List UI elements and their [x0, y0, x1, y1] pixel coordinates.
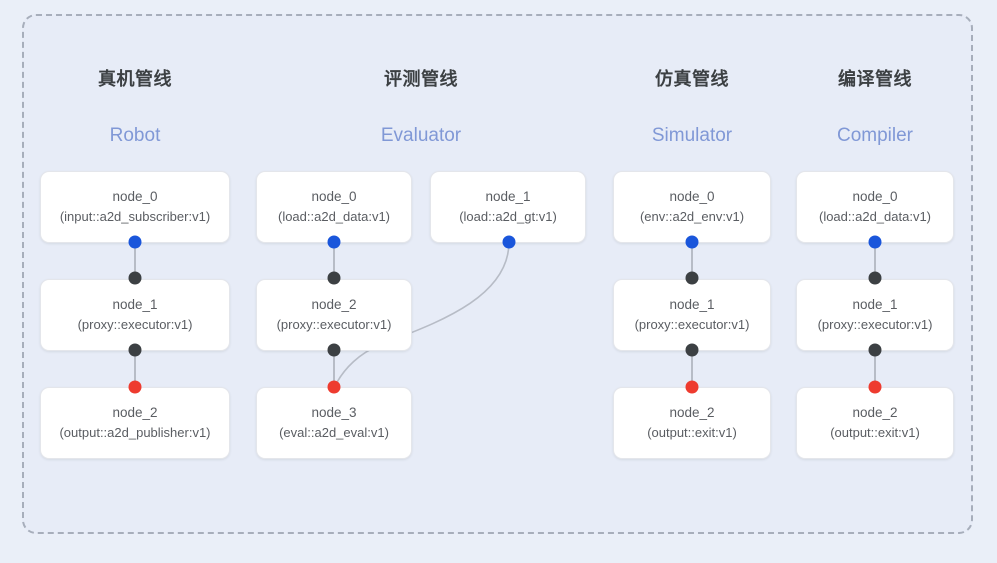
- column-subtitle-evaluator: Evaluator: [380, 125, 462, 146]
- node-type: (proxy::executor:v1): [817, 317, 933, 332]
- node-compiler-2[interactable]: node_2 (output::exit:v1): [796, 387, 954, 459]
- node-evaluator-2[interactable]: node_2 (proxy::executor:v1): [256, 279, 412, 351]
- node-id: node_2: [852, 405, 898, 420]
- node-simulator-1[interactable]: node_1 (proxy::executor:v1): [613, 279, 771, 351]
- column-subtitle-robot: Robot: [109, 125, 161, 146]
- column-title-simulator: 仿真管线: [655, 69, 729, 89]
- node-compiler-0[interactable]: node_0 (load::a2d_data:v1): [796, 171, 954, 243]
- node-evaluator-0[interactable]: node_0 (load::a2d_data:v1): [256, 171, 412, 243]
- node-id: node_0: [669, 189, 715, 204]
- node-type: (env::a2d_env:v1): [639, 209, 745, 224]
- node-evaluator-1[interactable]: node_1 (load::a2d_gt:v1): [430, 171, 586, 243]
- node-type: (proxy::executor:v1): [77, 317, 193, 332]
- node-id: node_2: [112, 405, 158, 420]
- node-type: (output::a2d_publisher:v1): [59, 425, 211, 440]
- node-robot-1[interactable]: node_1 (proxy::executor:v1): [40, 279, 230, 351]
- node-type: (load::a2d_gt:v1): [459, 209, 557, 224]
- node-type: (eval::a2d_eval:v1): [279, 425, 389, 440]
- node-simulator-0[interactable]: node_0 (env::a2d_env:v1): [613, 171, 771, 243]
- column-subtitle-simulator: Simulator: [651, 125, 733, 146]
- node-type: (output::exit:v1): [647, 425, 737, 440]
- node-type: (load::a2d_data:v1): [818, 209, 932, 224]
- node-robot-2[interactable]: node_2 (output::a2d_publisher:v1): [40, 387, 230, 459]
- column-title-robot: 真机管线: [98, 69, 172, 89]
- node-simulator-2[interactable]: node_2 (output::exit:v1): [613, 387, 771, 459]
- node-id: node_2: [311, 297, 357, 312]
- node-id: node_1: [485, 189, 531, 204]
- node-id: node_0: [112, 189, 158, 204]
- node-id: node_0: [311, 189, 357, 204]
- node-id: node_1: [852, 297, 898, 312]
- node-type: (proxy::executor:v1): [276, 317, 392, 332]
- node-evaluator-3[interactable]: node_3 (eval::a2d_eval:v1): [256, 387, 412, 459]
- node-id: node_1: [112, 297, 158, 312]
- node-type: (input::a2d_subscriber:v1): [59, 209, 211, 224]
- node-id: node_2: [669, 405, 715, 420]
- node-type: (proxy::executor:v1): [634, 317, 750, 332]
- node-type: (output::exit:v1): [830, 425, 920, 440]
- node-type: (load::a2d_data:v1): [277, 209, 391, 224]
- node-id: node_1: [669, 297, 715, 312]
- column-subtitle-compiler: Compiler: [836, 125, 914, 146]
- node-robot-0[interactable]: node_0 (input::a2d_subscriber:v1): [40, 171, 230, 243]
- column-title-evaluator: 评测管线: [384, 69, 458, 89]
- node-compiler-1[interactable]: node_1 (proxy::executor:v1): [796, 279, 954, 351]
- column-title-compiler: 编译管线: [838, 69, 912, 89]
- node-id: node_3: [311, 405, 357, 420]
- node-id: node_0: [852, 189, 898, 204]
